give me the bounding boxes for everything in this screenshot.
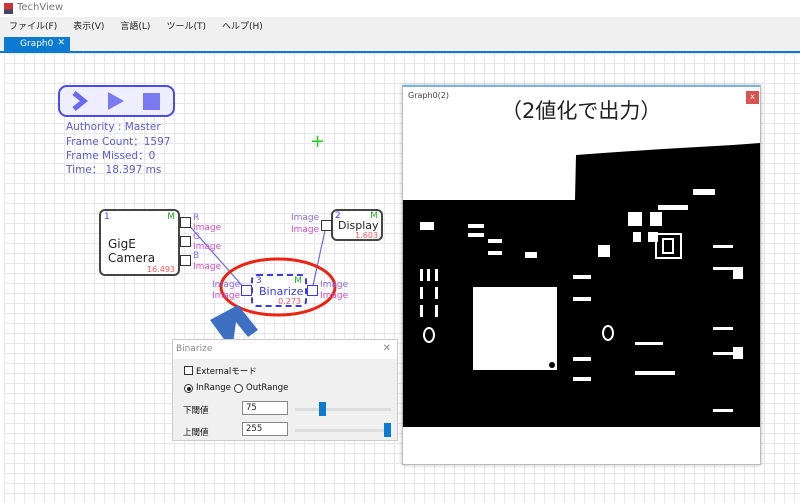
outrange-label: OutRange [246, 383, 289, 393]
lower-threshold-input[interactable]: 75 [242, 401, 288, 415]
binarize-input-port[interactable] [241, 285, 252, 296]
menu-language[interactable]: 言語(L) [120, 22, 151, 32]
caption-text: （2値化で出力） [501, 99, 662, 123]
binarize-output-port[interactable] [307, 285, 318, 296]
play-icon[interactable] [108, 92, 124, 110]
node-time: 16.493 [147, 265, 175, 274]
port-label: Image [193, 223, 222, 233]
node-time: 1.603 [355, 231, 378, 240]
frame-missed-text: Frame Missed：0 [66, 150, 156, 162]
outrange-radio[interactable] [234, 384, 243, 393]
external-mode-label: Externalモード [196, 367, 257, 377]
port-label: Image [193, 262, 222, 272]
node-name: GigE Camera [108, 237, 156, 265]
run-controls [58, 85, 175, 117]
port-label: Image [212, 280, 241, 290]
app-title: TechView [17, 2, 64, 13]
binarize-dialog: Binarize ✕ Externalモード InRange OutRange 下… [172, 339, 398, 441]
time-text: Time： 18.397 ms [66, 164, 162, 176]
port-label: B [193, 251, 200, 261]
lower-threshold-thumb[interactable] [319, 402, 326, 416]
dialog-title: Binarize [176, 344, 213, 354]
port-r[interactable] [180, 217, 191, 228]
binary-image [403, 143, 760, 427]
port-g[interactable] [180, 236, 191, 247]
dialog-header: Binarize ✕ [173, 340, 397, 359]
port-label: G [193, 232, 200, 242]
upper-threshold-input[interactable]: 255 [242, 422, 288, 436]
app-logo-icon [4, 3, 13, 14]
menu-file[interactable]: ファイル(F) [9, 22, 58, 32]
menu-tools[interactable]: ツール(T) [166, 22, 206, 32]
node-mode: M [167, 212, 175, 222]
highlight-ellipse [219, 257, 337, 317]
tab-graph0[interactable]: Graph0✕ [4, 37, 70, 53]
menu-view[interactable]: 表示(V) [73, 22, 105, 32]
port-label: Image [291, 225, 320, 235]
crosshair-icon: + [310, 131, 326, 152]
port-label: R [193, 213, 200, 223]
port-label: Image [320, 280, 349, 290]
step-icon[interactable] [72, 91, 89, 111]
upper-threshold-label: 上閾値 [183, 428, 209, 438]
node-binarize[interactable]: 3 M Binarize 0.273 [251, 274, 307, 307]
close-button[interactable]: x [746, 91, 759, 104]
inrange-label: InRange [196, 383, 231, 393]
menu-bar: ファイル(F) 表示(V) 言語(L) ツール(T) ヘルプ(H) [0, 17, 800, 35]
frame-count-text: Frame Count：1597 [66, 136, 171, 148]
node-mode: M [294, 276, 302, 286]
port-label: Image [212, 291, 241, 301]
external-mode-checkbox[interactable] [184, 366, 193, 375]
node-id: 2 [335, 211, 341, 221]
authority-text: Authority : Master [66, 121, 161, 133]
upper-threshold-thumb[interactable] [384, 423, 391, 437]
node-time: 0.273 [278, 297, 301, 306]
title-bar: TechView [0, 0, 800, 17]
port-label: Image [320, 291, 349, 301]
port-label: Image [193, 242, 222, 252]
display-input-port[interactable] [321, 220, 332, 231]
stop-icon[interactable] [143, 93, 160, 110]
arrow-down-icon [210, 305, 258, 350]
lower-threshold-slider[interactable] [295, 408, 391, 411]
node-mode: M [370, 211, 378, 221]
port-b[interactable] [180, 255, 191, 266]
node-name: Display [338, 219, 379, 232]
close-icon[interactable]: ✕ [57, 38, 65, 48]
port-label: Image [291, 213, 320, 223]
node-gige-camera[interactable]: 1 M GigE Camera 16.493 [99, 209, 180, 276]
node-name: Binarize [259, 285, 304, 298]
inrange-radio[interactable] [184, 384, 193, 393]
window-title: Graph0(2) [408, 91, 449, 100]
tab-label: Graph0 [20, 39, 54, 49]
node-display[interactable]: 2 M Display 1.603 [331, 209, 383, 241]
menu-help[interactable]: ヘルプ(H) [221, 22, 263, 32]
tab-bar: Graph0✕ [0, 35, 800, 53]
node-id: 1 [104, 212, 110, 222]
close-icon[interactable]: ✕ [382, 343, 391, 354]
node-id: 3 [256, 276, 262, 286]
upper-threshold-slider[interactable] [295, 429, 391, 432]
output-window: Graph0(2) x （2値化で出力） [402, 85, 761, 465]
lower-threshold-label: 下閾値 [183, 406, 209, 416]
